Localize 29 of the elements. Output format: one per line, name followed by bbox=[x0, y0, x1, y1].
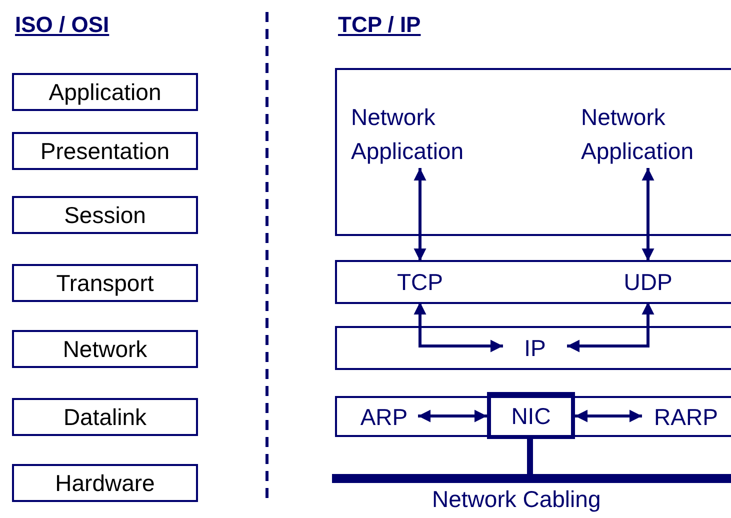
protocol-label: Network Application bbox=[581, 100, 726, 168]
double-arrow bbox=[414, 168, 426, 261]
double-arrow bbox=[642, 168, 654, 261]
double-arrow bbox=[575, 410, 642, 422]
double-arrow bbox=[418, 410, 487, 422]
protocol-label: UDP bbox=[610, 261, 686, 302]
layer-box: Session bbox=[12, 196, 198, 234]
layer-box: Network bbox=[12, 330, 198, 368]
layer-box: Transport bbox=[12, 264, 198, 302]
protocol-label: Network Application bbox=[351, 100, 496, 168]
protocol-label: RARP bbox=[642, 397, 730, 436]
cable-bar bbox=[332, 474, 731, 483]
protocol-label: TCP bbox=[380, 261, 460, 302]
transport-layer-box bbox=[335, 260, 731, 304]
protocol-label: IP bbox=[503, 328, 567, 368]
double-arrow bbox=[414, 302, 503, 352]
nic-box: NIC bbox=[487, 392, 575, 439]
connector-line bbox=[527, 439, 533, 474]
layer-box: Application bbox=[12, 73, 198, 111]
cable-label: Network Cabling bbox=[432, 486, 601, 513]
network-layer-box bbox=[335, 326, 731, 370]
column-heading: TCP / IP bbox=[338, 12, 421, 38]
layer-box: Hardware bbox=[12, 464, 198, 502]
protocol-label: ARP bbox=[350, 397, 418, 436]
layer-box: Presentation bbox=[12, 132, 198, 170]
double-arrow bbox=[567, 302, 654, 352]
application-layer-box bbox=[335, 68, 731, 236]
layer-box: Datalink bbox=[12, 398, 198, 436]
column-heading: ISO / OSI bbox=[15, 12, 110, 38]
